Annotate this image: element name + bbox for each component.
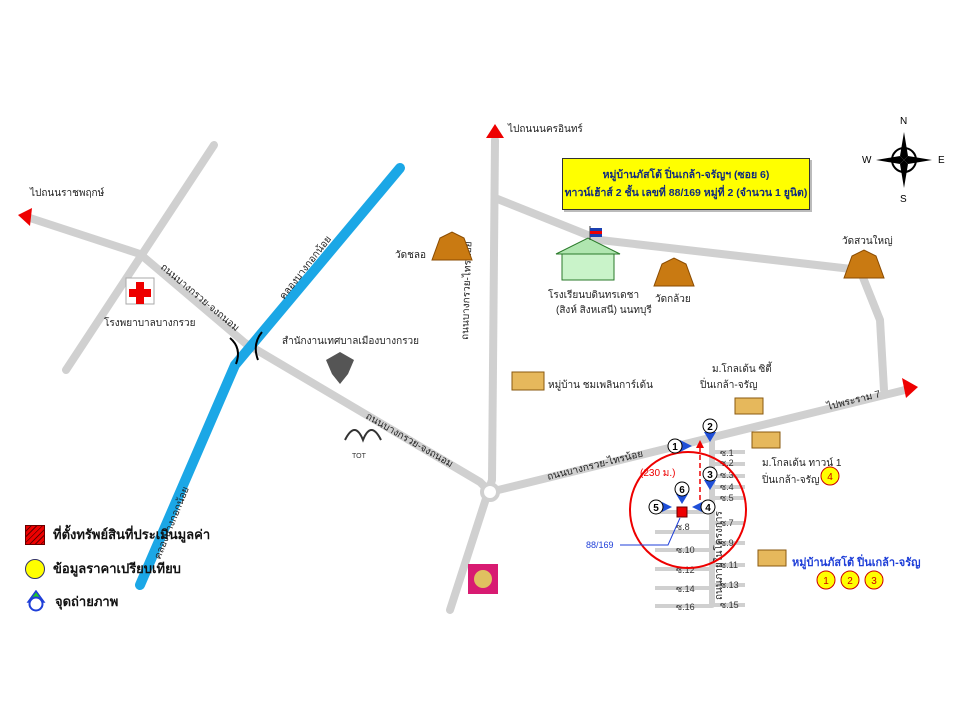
svg-text:ซ.14: ซ.14	[676, 584, 695, 594]
photo-point-2: 2	[702, 418, 718, 442]
label-road: ถนนบางกรวย-ไทรน้อย	[459, 241, 474, 340]
label-chom-phloen: หมู่บ้าน ชมเพลินการ์เด้น	[548, 379, 653, 391]
road-bangkruai-sainoi	[486, 386, 909, 496]
canal-bangkok-noi	[135, 163, 405, 590]
label-road: ถนนบางกรวย-ไทรน้อย	[546, 447, 644, 482]
svg-text:ซ.7: ซ.7	[720, 518, 734, 528]
svg-text:E: E	[938, 155, 945, 166]
arrow-rama7-icon	[902, 378, 918, 398]
svg-text:4: 4	[705, 503, 711, 514]
label-wat-suan-yai: วัดสวนใหญ่	[842, 235, 893, 247]
legend-comparable: ข้อมูลราคาเปรียบเทียบ	[25, 558, 181, 579]
svg-text:2: 2	[707, 422, 713, 433]
svg-text:1: 1	[672, 442, 678, 453]
label-wat-kluai: วัดกล้วย	[655, 293, 691, 305]
svg-text:3: 3	[871, 576, 877, 587]
distance-label: (230 ม.)	[640, 468, 676, 479]
svg-text:ซ.1: ซ.1	[720, 448, 734, 458]
comparable-2: 2	[840, 570, 860, 590]
label-golden-town: ปิ่นเกล้า-จรัญ	[761, 472, 819, 486]
house-icon	[751, 431, 781, 449]
photo-point-6: 6	[674, 481, 690, 504]
house-icon	[511, 371, 545, 391]
label-passorn: หมู่บ้านภัสโต้ ปิ่นเกล้า-จรัญ	[792, 554, 920, 570]
road-side	[62, 141, 218, 374]
label-canal: คลองบางกอกน้อย	[152, 485, 192, 561]
svg-text:6: 6	[679, 485, 685, 496]
tot-logo: TOT	[344, 429, 382, 460]
svg-text:ซ.5: ซ.5	[720, 493, 734, 503]
svg-text:TOT: TOT	[352, 453, 367, 460]
legend-photo: จุดถ่ายภาพ	[25, 590, 118, 612]
svg-text:ซ.15: ซ.15	[720, 600, 739, 610]
arrow-nakhon-in-icon	[486, 124, 504, 138]
house-icon	[734, 397, 764, 415]
label-school: (สิงห์ สิงหเสนี) นนทบุรี	[556, 304, 652, 316]
compass-icon: N S W E	[862, 116, 945, 205]
temple-icon	[653, 257, 695, 287]
comparable-4: 4	[820, 466, 840, 486]
svg-text:ซ.3: ซ.3	[720, 470, 734, 480]
photo-point-3: 3	[702, 466, 718, 490]
svg-text:N: N	[900, 116, 907, 127]
svg-text:ซ.4: ซ.4	[720, 482, 734, 492]
svg-text:W: W	[862, 155, 872, 166]
svg-text:ซ.13: ซ.13	[720, 580, 739, 590]
photo-points: 1 2 3 4 5 6	[648, 418, 718, 515]
svg-text:ซ.8: ซ.8	[676, 522, 690, 532]
comparable-1: 1	[816, 570, 836, 590]
temple-icon	[843, 249, 885, 279]
svg-text:ซ.12: ซ.12	[676, 565, 695, 575]
house-icon	[757, 549, 787, 567]
label-golden-town: ม.โกลเด้น ทาวน์ 1	[762, 456, 842, 469]
garuda-icon	[326, 352, 354, 384]
label-to-rama7: ไปพระราม 7	[825, 388, 882, 413]
label-school: โรงเรียนบดินทรเดชา	[548, 288, 639, 301]
label-to-nakhon-in: ไปถนนนครอินทร์	[507, 123, 583, 135]
property-radius	[629, 451, 747, 569]
school-icon	[555, 226, 621, 281]
svg-text:2: 2	[847, 576, 853, 587]
roads	[26, 136, 909, 614]
photo-point-1: 1	[667, 438, 692, 454]
arrow-ratchaphruek-icon	[18, 208, 32, 226]
property-address: 88/169	[586, 540, 614, 550]
svg-text:S: S	[900, 194, 907, 205]
label-wat-chalo: วัดชลอ	[395, 250, 426, 261]
label-road: ถนนภายในโครงการ	[712, 511, 725, 600]
label-hospital: โรงพยาบาลบางกรวย	[104, 316, 196, 329]
label-canal: คลองบางกอกน้อย	[277, 233, 334, 301]
title-line-2: ทาวน์เฮ้าส์ 2 ชั้น เลขที่ 88/169 หมู่ที่…	[564, 187, 808, 199]
property-legend-icon	[25, 524, 45, 545]
svg-text:3: 3	[707, 470, 713, 481]
comparable-legend-icon	[25, 558, 45, 579]
label-golden-city: ม.โกลเด้น ซิตี้	[712, 361, 773, 375]
photo-point-4: 4	[692, 499, 716, 515]
svg-text:1: 1	[823, 576, 829, 587]
bridge-icon	[229, 331, 263, 365]
svg-text:ซ.11: ซ.11	[720, 560, 738, 570]
svg-text:ซ.2: ซ.2	[720, 458, 734, 468]
label-road: ถนนบางกรวย-จงถนอม	[364, 411, 455, 470]
svg-text:ซ.10: ซ.10	[676, 545, 695, 555]
svg-text:ซ.16: ซ.16	[676, 602, 695, 612]
road-bangkruai-sainoi-vertical	[446, 136, 499, 614]
temple-icon	[431, 231, 473, 261]
comparable-3: 3	[864, 570, 884, 590]
svg-text:4: 4	[827, 472, 833, 483]
label-municipality: สำนักงานเทศบาลเมืองบางกรวย	[282, 335, 419, 347]
svg-text:ซ.9: ซ.9	[720, 538, 734, 548]
photo-legend-icon	[26, 590, 46, 612]
property-marker	[676, 506, 688, 518]
label-golden-city: ปิ่นเกล้า-จรัญ	[699, 377, 757, 391]
photo-point-5: 5	[648, 499, 672, 515]
svg-text:5: 5	[653, 503, 659, 514]
legend-property: ที่ตั้งทรัพย์สินที่ประเมินมูลค่า	[25, 524, 210, 545]
title-line-1: หมู่บ้านภัสโต้ ปิ่นเกล้า-จรัญฯ (ซอย 6)	[602, 169, 770, 181]
label-to-ratchaphruek: ไปถนนราชพฤกษ์	[29, 187, 105, 199]
title-box: หมู่บ้านภัสโต้ ปิ่นเกล้า-จรัญฯ (ซอย 6) ท…	[562, 158, 810, 210]
